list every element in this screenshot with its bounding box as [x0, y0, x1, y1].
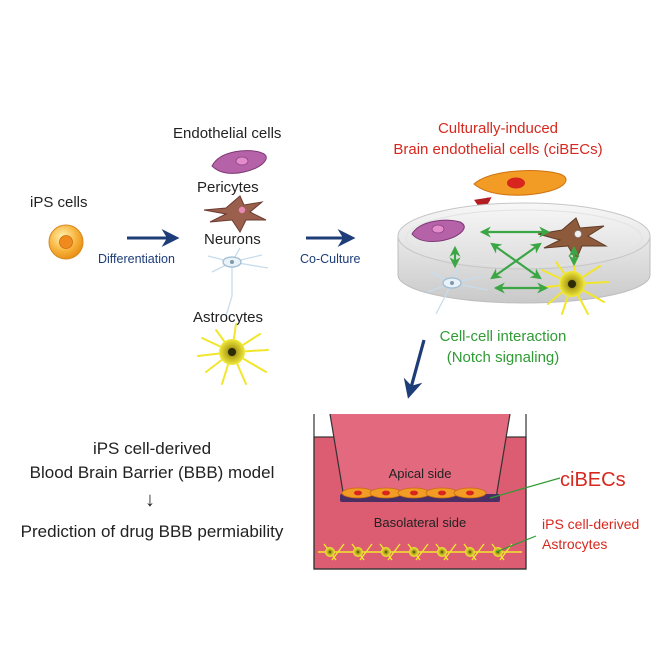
neuron-cell-icon	[207, 247, 269, 317]
astrocyte-layer	[318, 543, 522, 561]
cibecs-callout-label: ciBECs	[560, 469, 626, 491]
cibec-cell-icon	[473, 170, 567, 196]
ips-cells-label: iPS cells	[30, 194, 88, 211]
ips-astrocytes-line1: iPS cell-derived	[542, 516, 639, 532]
transwell-well	[313, 413, 527, 570]
model-result-arrow: ↓	[145, 489, 155, 511]
coculture-label: Co-Culture	[300, 252, 360, 266]
astrocytes-label: Astrocytes	[193, 309, 263, 326]
basolateral-side-label: Basolateral side	[374, 515, 467, 530]
cibec-monolayer	[340, 487, 500, 502]
interaction-label-line1: Cell-cell interaction	[440, 328, 567, 345]
interaction-arrows	[449, 226, 580, 294]
ips-cell-icon	[48, 224, 84, 260]
astrocyte-cell-icon	[197, 323, 269, 385]
neurons-label: Neurons	[204, 231, 261, 248]
differentiation-label: Differentiation	[98, 252, 175, 266]
dish-endothelial-cell-icon	[411, 219, 465, 242]
interaction-label-line2: (Notch signaling)	[447, 349, 560, 366]
model-title-line2: Blood Brain Barrier (BBB) model	[30, 463, 275, 482]
dish-pericyte-cell-icon	[537, 217, 608, 262]
endothelial-label: Endothelial cells	[173, 125, 281, 142]
dish-astrocyte-cell-icon	[537, 257, 609, 315]
apical-side-label: Apical side	[389, 466, 452, 481]
ips-astrocytes-line2: Astrocytes	[542, 536, 607, 552]
prediction-label: Prediction of drug BBB permiability	[21, 522, 284, 541]
cibecs-title-line2: Brain endothelial cells (ciBECs)	[393, 141, 602, 158]
pericyte-cell-icon	[203, 195, 267, 233]
model-down-arrow	[403, 339, 426, 399]
cibecs-title-line1: Culturally-induced	[438, 120, 558, 137]
endothelial-cell-icon	[211, 150, 267, 174]
model-title-line1: iPS cell-derived	[93, 439, 211, 458]
cibecs-callout-line	[489, 477, 561, 499]
pericytes-label: Pericytes	[197, 179, 259, 196]
astrocytes-callout-line	[495, 535, 537, 553]
dish-neuron-cell-icon	[427, 267, 489, 315]
